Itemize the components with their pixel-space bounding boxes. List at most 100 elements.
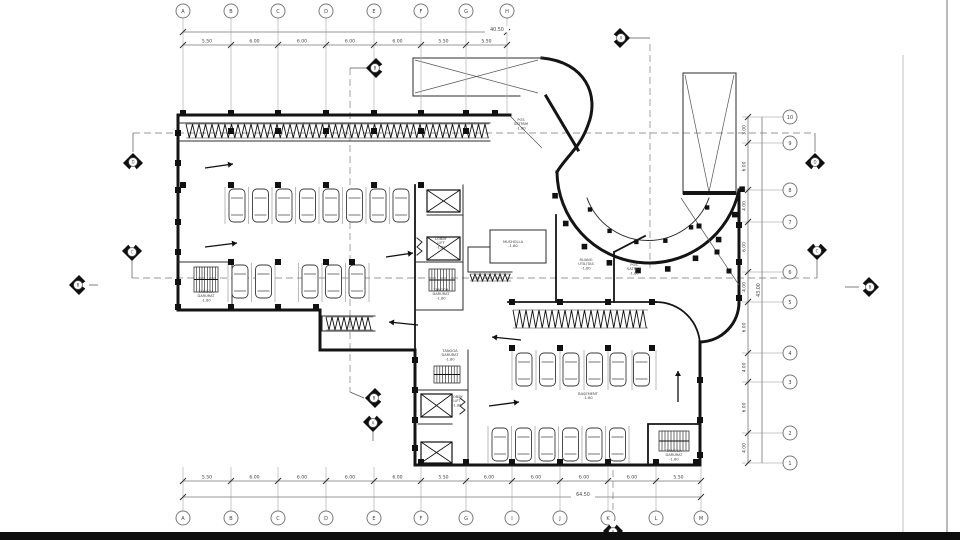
door-zigzag-icon <box>416 237 423 256</box>
shaft-bottom-wall <box>683 191 736 195</box>
ramp-drum-outer-arc <box>555 170 741 265</box>
dim-tick <box>744 429 752 437</box>
column <box>509 345 515 351</box>
car-body <box>539 352 556 387</box>
marker-circle <box>73 280 83 290</box>
marker-notch <box>610 31 619 45</box>
car-icon <box>299 188 316 223</box>
grid-bubble <box>648 510 664 526</box>
car-icon <box>392 188 410 223</box>
car-icon <box>275 188 293 223</box>
grid-bubble <box>782 294 798 310</box>
dim-tick <box>744 139 752 147</box>
column <box>653 459 659 465</box>
grid-bubble-label: A <box>181 9 185 15</box>
lift-icon <box>420 441 453 464</box>
grid-bubble <box>175 510 191 526</box>
drum-column-inner <box>688 225 694 230</box>
traffic-arrow-icon <box>204 161 234 169</box>
grid-bubble <box>782 264 798 280</box>
lift-icon <box>426 236 461 261</box>
arrow-head <box>389 319 395 326</box>
marker-notch <box>366 412 380 421</box>
section-marker: C <box>807 240 827 260</box>
section-marker: B <box>366 58 386 78</box>
column <box>649 299 655 305</box>
marker-notch <box>126 164 140 173</box>
marker-circle <box>370 63 380 73</box>
drum-column-inner <box>634 239 639 245</box>
dim-tick <box>274 477 282 485</box>
column <box>463 110 469 116</box>
bottom-bar <box>0 532 960 540</box>
column <box>736 295 742 301</box>
grid-bubble-label: 2 <box>788 431 791 437</box>
car-icon <box>346 188 363 223</box>
column <box>736 222 742 228</box>
marker-letter: D <box>813 160 816 165</box>
car-icon <box>538 427 556 462</box>
column <box>228 182 234 188</box>
column <box>697 452 703 458</box>
grid-bubble-label: D <box>324 9 328 15</box>
column <box>228 110 234 116</box>
marker-letter: B <box>373 396 376 401</box>
drum-column <box>552 192 558 199</box>
lift-x <box>420 393 453 418</box>
column <box>418 459 424 465</box>
dim-tick <box>744 218 752 226</box>
dim-label: 5.50 <box>438 475 448 481</box>
section-markers: ABDCBDCBBAA <box>69 28 879 540</box>
grid-bubble-label: H <box>505 9 509 15</box>
traffic-arrows <box>204 161 681 407</box>
car-body <box>585 427 603 462</box>
dim-tick <box>744 268 752 276</box>
grid-bubble <box>458 3 474 19</box>
section-marker: B <box>859 277 879 297</box>
dim-label: 6.00 <box>297 475 307 481</box>
dim-label: 4.00 <box>742 282 748 292</box>
drum-column-inner <box>587 207 593 212</box>
grid-bubble <box>366 510 382 526</box>
car-icon <box>609 352 627 387</box>
dim-label: 6.00 <box>297 39 307 45</box>
car-body <box>228 188 246 223</box>
door-zigzag-icon <box>459 397 466 415</box>
drum-column-inner <box>663 238 668 243</box>
car-icon <box>491 427 509 462</box>
traffic-arrow-icon <box>491 334 522 341</box>
grid-bubble <box>782 214 798 230</box>
marker-connectors <box>88 37 860 441</box>
marker-circle <box>128 157 138 167</box>
grid-bubble-label: D <box>324 516 328 522</box>
grid-bubble <box>318 3 334 19</box>
stairs <box>193 266 690 452</box>
lifts <box>420 189 461 464</box>
dim-tick <box>744 378 752 386</box>
drum-column <box>635 267 641 274</box>
dim-tick <box>744 349 752 357</box>
section-marker: A <box>363 412 383 432</box>
car-icon <box>301 264 319 299</box>
dim-tick <box>652 477 660 485</box>
column <box>180 110 186 116</box>
arrow-shaft <box>204 242 238 248</box>
dim-label: 6.00 <box>345 39 355 45</box>
dim-tick <box>503 41 511 49</box>
marker-letter: A <box>620 36 623 41</box>
grid-bubble-label: 10 <box>787 115 793 121</box>
column <box>371 110 377 116</box>
column <box>693 459 699 465</box>
curve-column <box>714 249 720 255</box>
core-lower-walls <box>417 349 469 466</box>
dim-label: 4.00 <box>742 201 748 211</box>
wall-rounded-corner <box>698 300 741 344</box>
car-icon <box>348 264 366 299</box>
column <box>418 128 424 134</box>
ramp-drum-inner-arc <box>586 197 710 242</box>
column <box>371 182 377 188</box>
structural-columns <box>175 110 745 465</box>
section-marker: D <box>805 153 825 173</box>
